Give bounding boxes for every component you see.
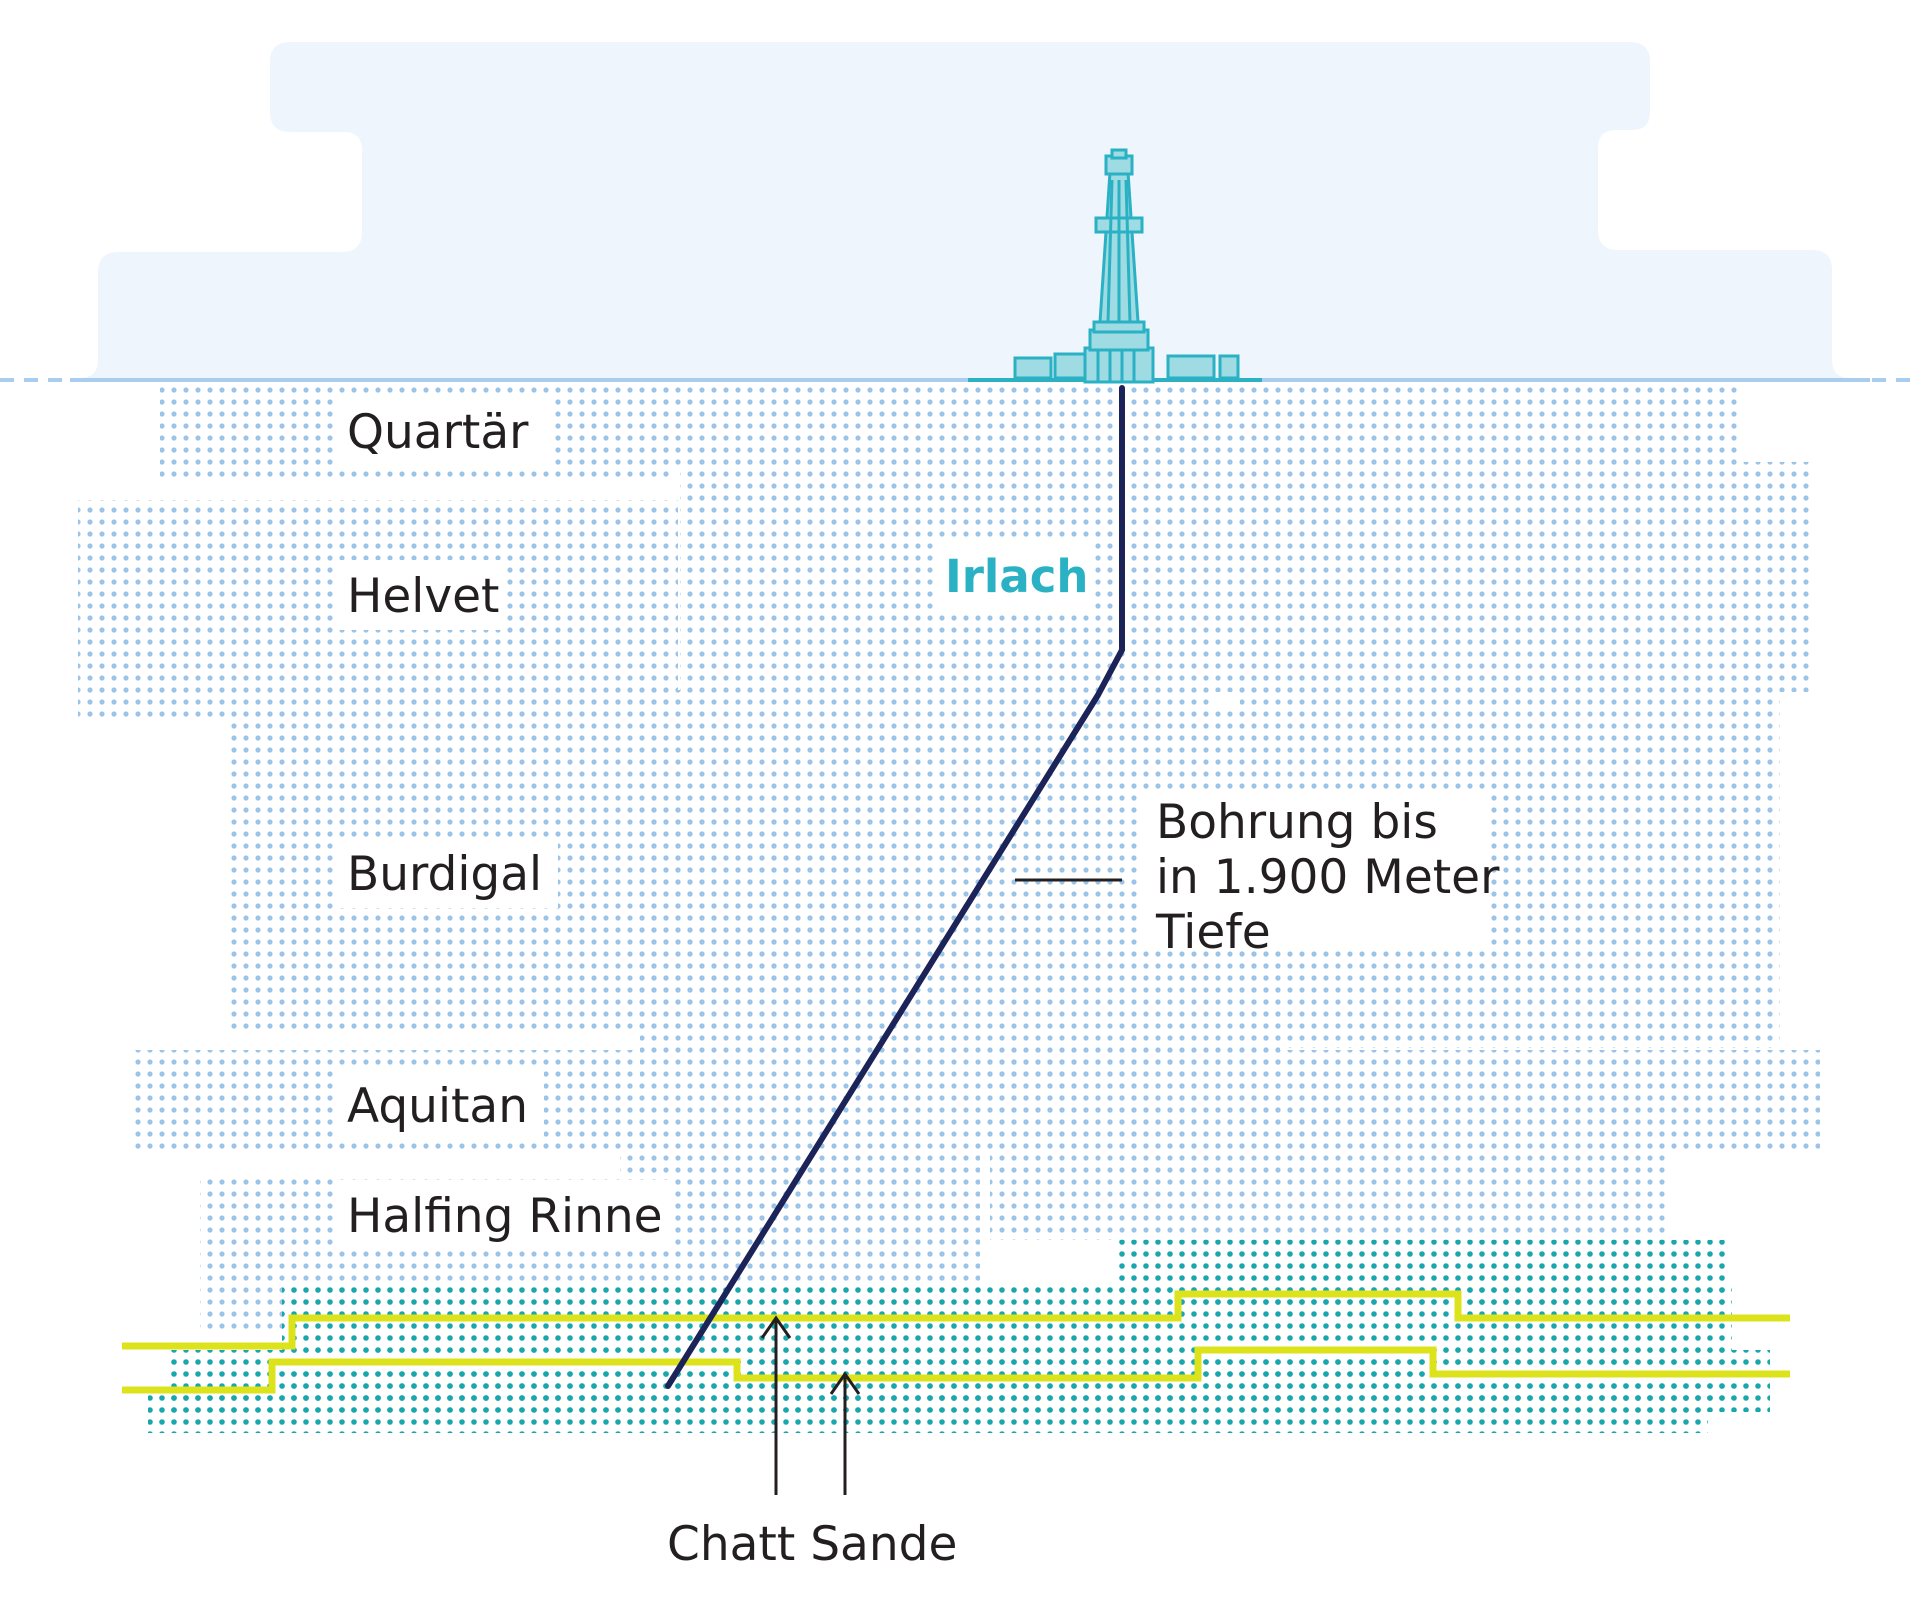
layer-label-helvet: Helvet: [347, 569, 499, 624]
layer-label-halfing-rinne: Halfing Rinne: [347, 1189, 663, 1244]
well-name: Irlach: [945, 550, 1088, 603]
arrow-up-icon: [760, 1315, 792, 1495]
chatt-sand-lines: [122, 1290, 1790, 1394]
callout-line-2: in 1.900 Meter: [1156, 850, 1500, 905]
layer-label-aquitan: Aquitan: [347, 1079, 528, 1134]
arrow-up-icon: [829, 1371, 861, 1495]
label-knockouts: [334, 396, 1490, 1250]
well-path: [665, 385, 1125, 1389]
callout-line-3: Tiefe: [1155, 905, 1271, 960]
layer-label-burdigal: Burdigal: [347, 847, 542, 902]
target-label: Chatt Sande: [667, 1517, 957, 1572]
layer-label-quartaer: Quartär: [347, 405, 529, 460]
callout-line-1: Bohrung bis: [1156, 795, 1438, 850]
sky-background: [80, 42, 1870, 380]
drilling-rig-icon: [968, 148, 1262, 384]
chatt-strata-dots: [148, 1240, 1770, 1433]
